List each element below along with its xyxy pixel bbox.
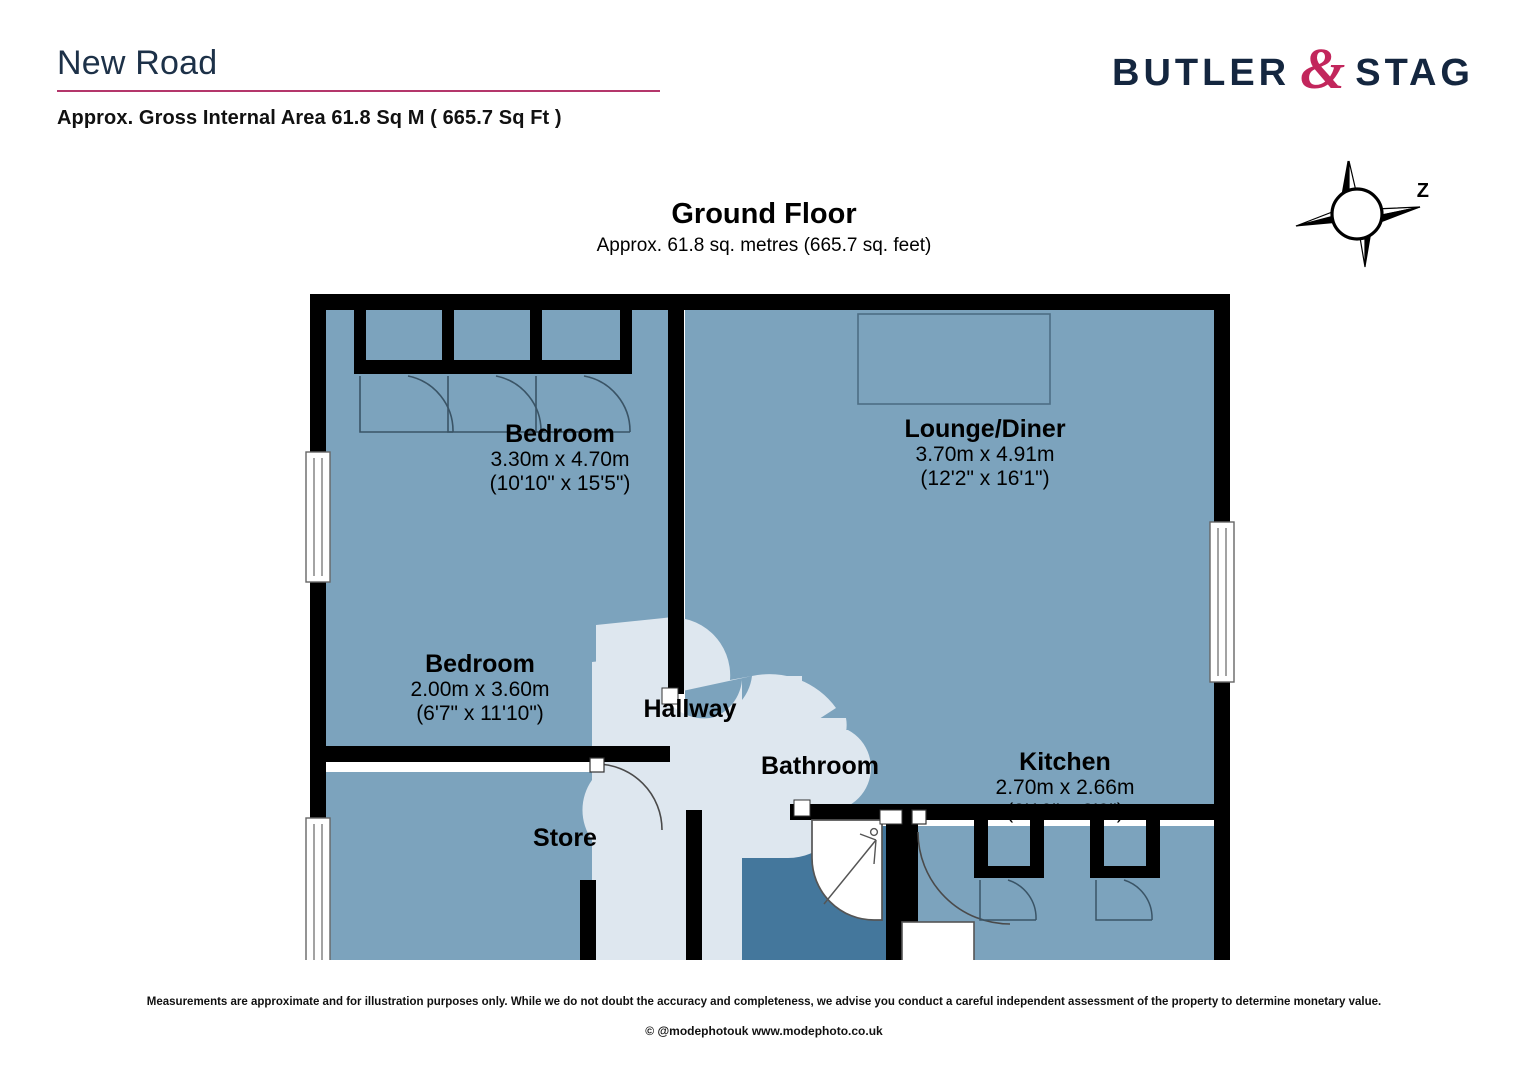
wall-bedroom-divider	[310, 746, 670, 762]
floor-plan-svg	[305, 294, 1235, 1080]
page-footer: Measurements are approximate and for ill…	[0, 996, 1528, 1038]
room-name: Bedroom	[505, 420, 615, 448]
title-divider	[57, 90, 660, 92]
door-kitchen	[911, 809, 1011, 925]
room-name: Store	[533, 824, 597, 852]
room-label-bathroom: Bathroom	[720, 752, 920, 780]
shower-tray-icon	[811, 819, 883, 921]
page-title: New Road	[57, 44, 218, 82]
room-name: Hallway	[643, 695, 737, 723]
wall-central-vertical	[668, 294, 684, 694]
door-bedroom-2	[589, 757, 663, 831]
room-label-hallway: Hallway	[600, 695, 780, 723]
room-dim-metric: 3.70m x 4.91m	[915, 443, 1055, 466]
wall-bathroom-left	[686, 810, 702, 1080]
gross-area-summary: Approx. Gross Internal Area 61.8 Sq M ( …	[57, 107, 562, 129]
floor-heading: Ground Floor Approx. 61.8 sq. metres (66…	[0, 198, 1528, 257]
compass-rose: Z	[1293, 158, 1433, 270]
brand-ampersand-icon: &	[1300, 36, 1346, 102]
wall-right-mid	[1214, 680, 1230, 978]
window-bedroom-1	[305, 451, 331, 583]
brand-word-left: BUTLER	[1112, 52, 1291, 94]
wall-bathroom-right	[886, 810, 902, 1080]
room-label-store: Store	[475, 824, 655, 852]
wall-hallway-left	[580, 880, 596, 1040]
window-bedroom-2	[305, 817, 331, 983]
floor-area: Approx. 61.8 sq. metres (665.7 sq. feet)	[596, 235, 932, 256]
floor-name: Ground Floor	[671, 198, 857, 230]
lounge-recess-outline	[857, 313, 1051, 405]
room-name: Lounge/Diner	[904, 415, 1066, 443]
room-dim-metric: 3.30m x 4.70m	[490, 448, 630, 471]
page-header: New Road Approx. Gross Internal Area 61.…	[0, 0, 1528, 268]
hallway-right-lobe	[752, 674, 836, 730]
window-lounge	[1209, 521, 1235, 683]
room-dim-imperial: (10'10" x 15'5")	[489, 471, 631, 495]
room-name: Kitchen	[1019, 748, 1111, 776]
brand-word-right: STAG	[1355, 52, 1474, 94]
floor-plan: Bedroom 3.30m x 4.70m (10'10" x 15'5") L…	[290, 280, 1250, 1080]
room-label-bedroom-1: Bedroom 3.30m x 4.70m (10'10" x 15'5")	[400, 420, 720, 495]
door-jambs	[661, 687, 903, 825]
hallway-top-lobe	[664, 617, 752, 695]
room-name: Bathroom	[760, 752, 880, 780]
room-dim-imperial: (6'7" x 11'10")	[416, 701, 544, 725]
wall-left-upper	[310, 294, 326, 454]
compass-star-icon	[1295, 160, 1421, 268]
compass-north-label: Z	[1416, 180, 1429, 202]
brand-logo: BUTLER & STAG	[1112, 36, 1474, 102]
room-dim-metric: 2.00m x 3.60m	[410, 678, 550, 701]
kitchen-wall-cupboards	[974, 820, 1160, 921]
wardrobe-doors-group	[354, 310, 632, 433]
room-label-bedroom-2: Bedroom 2.00m x 3.60m (6'7" x 11'10")	[320, 650, 640, 725]
room-dim-metric: 2.70m x 2.66m	[995, 776, 1135, 799]
room-label-lounge-diner: Lounge/Diner 3.70m x 4.91m (12'2" x 16'1…	[820, 415, 1150, 490]
wall-top	[310, 294, 1230, 310]
room-name: Bedroom	[425, 650, 535, 678]
room-dim-imperial: (8'10" x 8'9")	[1006, 799, 1124, 823]
room-label-kitchen: Kitchen 2.70m x 2.66m (8'10" x 8'9")	[950, 748, 1180, 823]
disclaimer-text: Measurements are approximate and for ill…	[146, 996, 1382, 1008]
copyright-text: © @modephotouk www.modephoto.co.uk	[645, 1024, 883, 1038]
room-dim-imperial: (12'2" x 16'1")	[920, 466, 1050, 490]
wall-right-upper	[1214, 294, 1230, 524]
